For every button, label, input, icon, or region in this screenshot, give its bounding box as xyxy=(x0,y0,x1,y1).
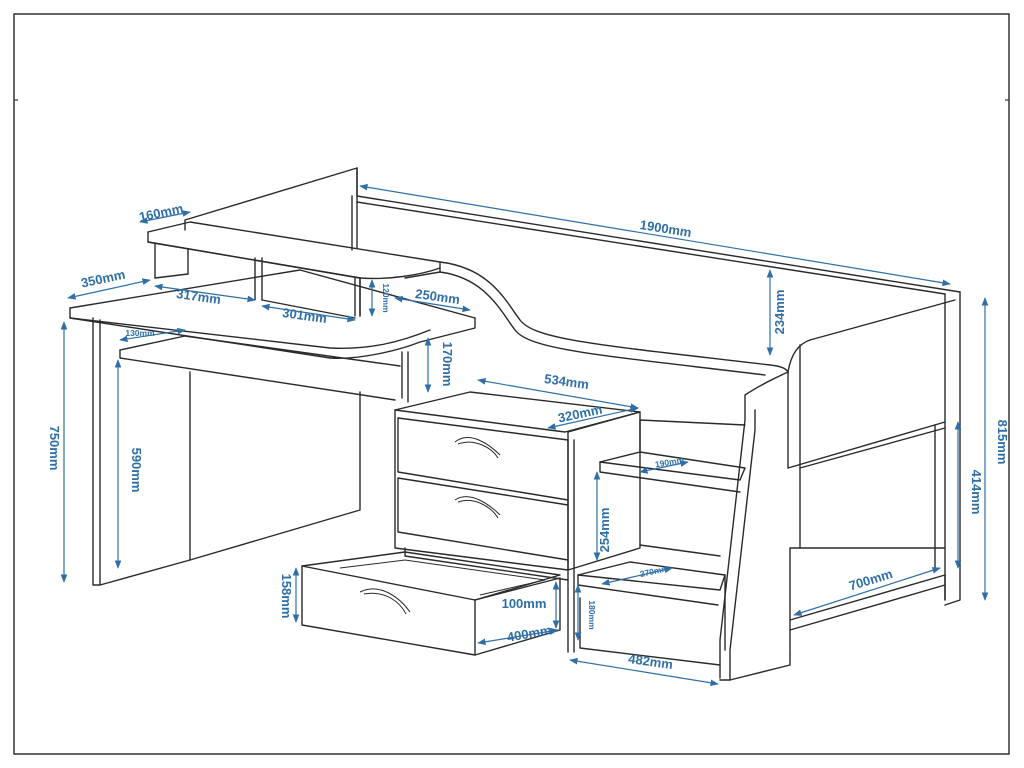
drawer-unit xyxy=(301,391,641,656)
label-shelf-height: 120mm xyxy=(381,283,391,313)
dimension-labels: 1900mm 160mm 350mm 317mm 301mm 120mm 250… xyxy=(47,201,1010,672)
label-step-depth: 190mm xyxy=(654,455,685,470)
label-desk-height: 750mm xyxy=(47,426,62,471)
label-leg-clearance: 590mm xyxy=(129,448,144,493)
page-border xyxy=(13,13,1010,755)
label-step-width: 482mm xyxy=(627,651,673,672)
label-drawer-inner-height: 100mm xyxy=(502,596,547,611)
label-drawer-unit-depth: 320mm xyxy=(557,402,604,426)
label-keyboard-shelf: 130mm xyxy=(125,328,155,338)
bed-frame xyxy=(184,167,961,656)
label-drawer-unit-width: 534mm xyxy=(543,371,589,392)
dimension-lines xyxy=(60,183,989,687)
label-lower-step-depth: 270mm xyxy=(639,563,670,579)
label-step-gap: 254mm xyxy=(597,508,612,553)
desk xyxy=(69,221,476,586)
label-drawer-front-height: 158mm xyxy=(279,574,294,619)
label-drawer-inner-depth: 400mm xyxy=(506,622,553,645)
label-step-lower-height: 180mm xyxy=(587,600,597,630)
label-shelf-opening-left: 317mm xyxy=(175,286,221,307)
label-shelf-opening-right: 301mm xyxy=(281,305,327,326)
label-top-shelf-depth: 160mm xyxy=(138,201,185,225)
label-guard-height: 234mm xyxy=(772,290,787,335)
label-desk-extension: 250mm xyxy=(414,286,460,307)
label-under-bed-height: 414mm xyxy=(969,470,984,515)
label-total-height: 815mm xyxy=(995,420,1010,465)
label-storage-depth: 700mm xyxy=(847,566,894,593)
label-under-shelf-gap: 170mm xyxy=(440,342,455,387)
